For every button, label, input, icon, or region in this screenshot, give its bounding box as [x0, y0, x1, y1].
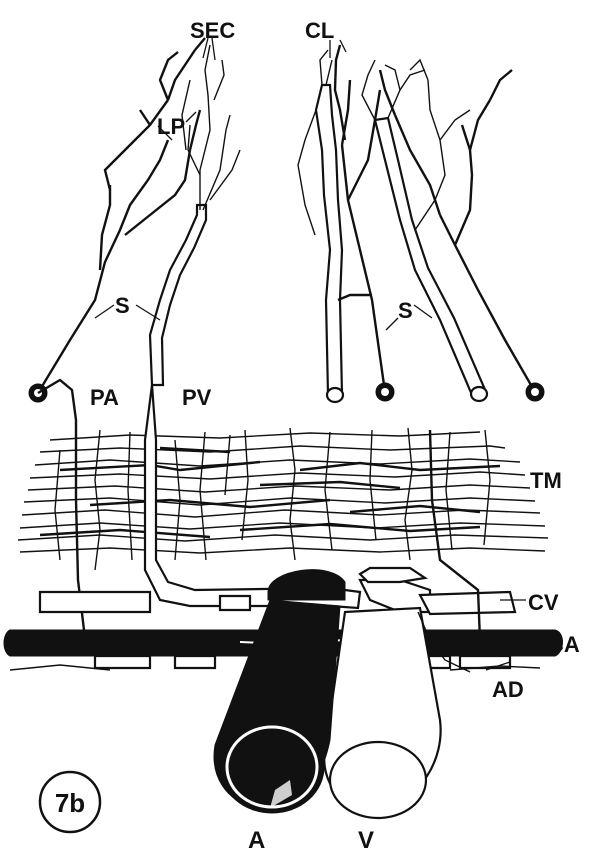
- pulmonary-artery-upper: [38, 140, 168, 393]
- pulmonary-vein-upper: [150, 205, 206, 385]
- label-s-right: S: [398, 298, 413, 323]
- label-cv: CV: [528, 590, 559, 615]
- label-pa: PA: [90, 385, 119, 410]
- label-s-left: S: [115, 293, 130, 318]
- label-a: A: [248, 827, 265, 848]
- left-vessel-group: [29, 38, 240, 402]
- large-vein-v: [324, 608, 440, 818]
- label-sec: SEC: [190, 18, 235, 43]
- label-cl: CL: [305, 18, 334, 43]
- right-vessel-group: [298, 45, 544, 402]
- trabecular-meshwork: [18, 428, 548, 570]
- panel-label: 7b: [40, 772, 100, 832]
- label-lp: LP: [157, 114, 185, 139]
- label-pv: PV: [182, 385, 212, 410]
- label-ca: CA: [548, 632, 580, 657]
- junction-dome: [268, 570, 345, 600]
- panel-label-text: 7b: [55, 788, 85, 818]
- label-ad: AD: [492, 677, 524, 702]
- label-tm: TM: [530, 468, 562, 493]
- label-v: V: [358, 827, 374, 848]
